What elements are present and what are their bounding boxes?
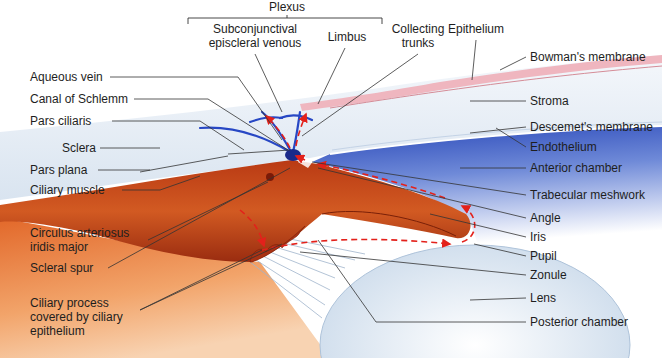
part-label: Epithelium xyxy=(438,22,514,36)
part-label: Subconjunctival episcleral venous xyxy=(195,22,315,50)
part-label: Limbus xyxy=(320,30,374,44)
part-label: Zonule xyxy=(530,268,660,282)
part-label: Pars ciliaris xyxy=(30,114,114,128)
part-label: Plexus xyxy=(247,0,327,14)
part-label: Bowman's membrane xyxy=(530,50,660,64)
part-label: Collecting trunks xyxy=(378,22,458,50)
part-label: Iris xyxy=(530,230,660,244)
part-label: Lens xyxy=(530,291,660,305)
part-label: Pupil xyxy=(530,249,660,263)
part-label: Canal of Schlemm xyxy=(30,92,134,106)
part-label: Ciliary process covered by ciliary epith… xyxy=(30,296,142,338)
part-label: Descemet's membrane xyxy=(530,120,660,134)
part-label: Ciliary muscle xyxy=(30,183,122,197)
part-label: Sclera xyxy=(62,141,102,155)
part-label: Endothelium xyxy=(530,140,660,154)
part-label: Scleral spur xyxy=(30,261,110,275)
part-label: Anterior chamber xyxy=(530,161,660,175)
part-label: Trabecular meshwork xyxy=(530,188,660,202)
part-label: Angle xyxy=(530,211,660,225)
part-label: Aqueous vein xyxy=(30,70,114,84)
part-label: Circulus arteriosus iridis major xyxy=(30,226,148,254)
part-label: Posterior chamber xyxy=(530,315,660,329)
part-label: Pars plana xyxy=(30,163,100,177)
part-label: Stroma xyxy=(530,94,660,108)
